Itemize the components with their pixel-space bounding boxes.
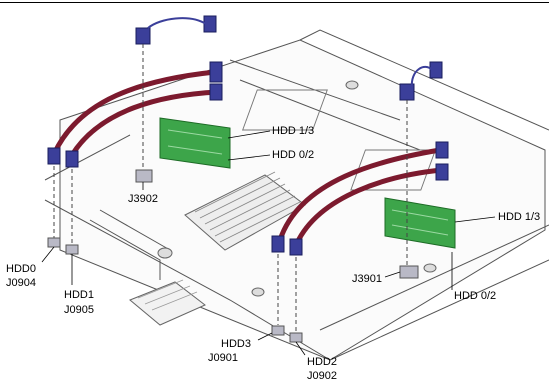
- label-hdd3: HDD3: [221, 338, 251, 350]
- backplane-upper: [159, 117, 231, 169]
- sata-cables: [52, 69, 445, 246]
- label-j0905: J0905: [64, 304, 94, 316]
- label-hdd13-upper: HDD 1/3: [272, 125, 315, 137]
- chassis: [44, 29, 549, 361]
- backplane-lower: [384, 197, 456, 249]
- jumper-cables: [147, 17, 433, 89]
- label-hdd1: HDD1: [64, 289, 94, 301]
- label-j0904: J0904: [6, 277, 36, 289]
- label-j0902: J0902: [307, 370, 337, 382]
- label-hdd02-lower: HDD 0/2: [454, 290, 497, 302]
- label-hdd2: HDD2: [307, 356, 337, 368]
- label-j3902: J3902: [128, 193, 158, 205]
- label-hdd13-lower: HDD 1/3: [498, 211, 541, 223]
- label-hdd0: HDD0: [6, 263, 36, 275]
- label-hdd02-upper: HDD 0/2: [272, 149, 315, 161]
- small-heatsink: [129, 279, 206, 326]
- standoffs: [157, 80, 437, 297]
- label-j3901: J3901: [352, 273, 382, 285]
- label-j0901: J0901: [208, 352, 238, 364]
- top-rule: [0, 2, 549, 3]
- leader-lines: [41, 130, 496, 356]
- cable-connectors: [47, 15, 449, 256]
- guide-lines: [53, 44, 408, 332]
